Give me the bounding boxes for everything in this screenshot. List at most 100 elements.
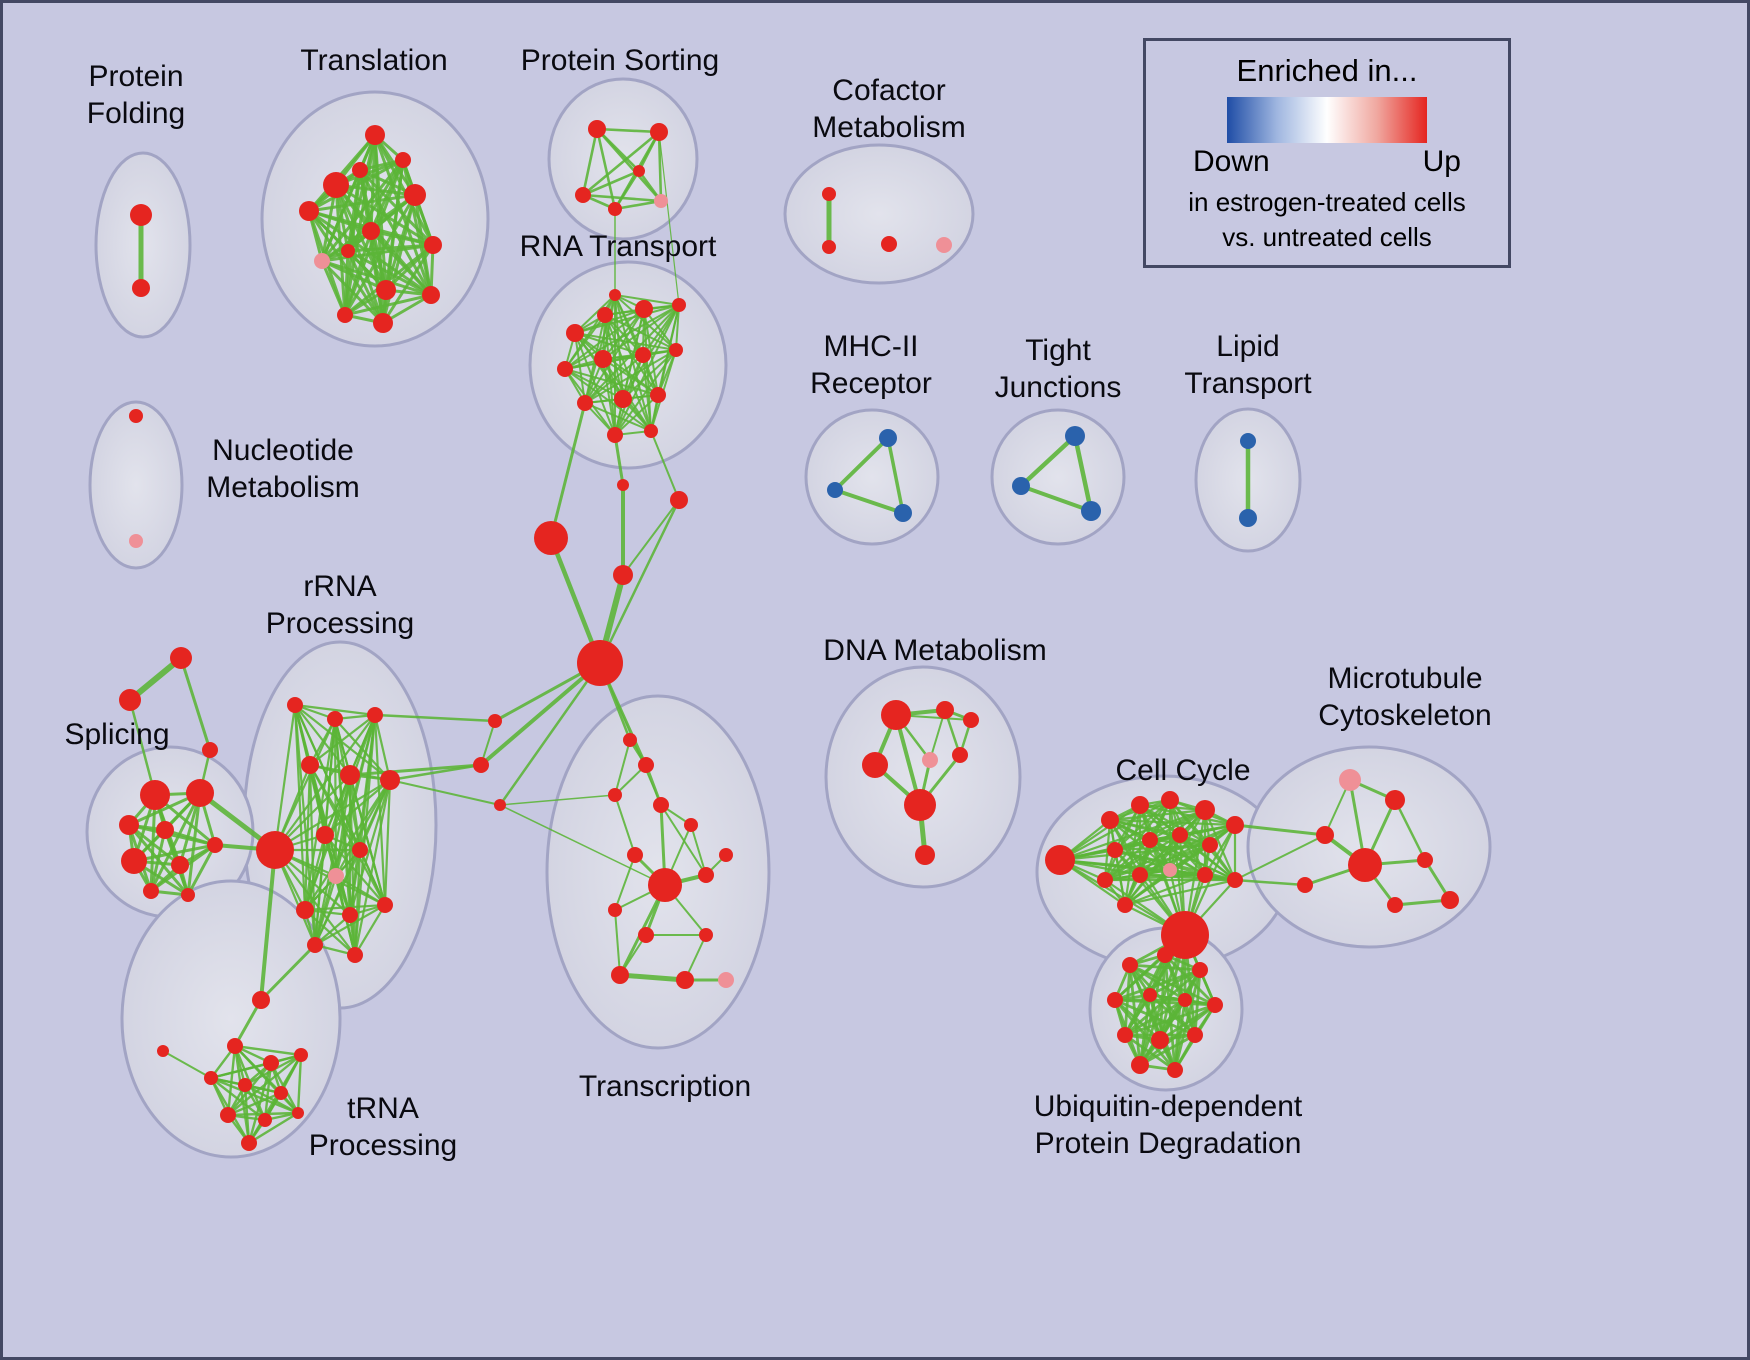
node-mh2 <box>827 482 843 498</box>
edge <box>293 703 377 717</box>
edge <box>348 763 483 777</box>
legend-up-label: Up <box>1422 145 1461 178</box>
edge <box>373 713 497 723</box>
node-m1 <box>488 714 502 728</box>
edge <box>149 828 167 893</box>
edge <box>348 848 362 917</box>
edge <box>307 133 377 213</box>
edge <box>226 1091 283 1117</box>
node-ps4 <box>608 202 622 216</box>
edge <box>233 1044 303 1057</box>
edge <box>564 314 606 370</box>
node-tn0 <box>252 991 270 1009</box>
node-rp5 <box>340 765 360 785</box>
node-tx10 <box>638 927 654 943</box>
edge <box>1138 803 1212 847</box>
edge <box>313 833 327 947</box>
legend: Enriched in... Down Up in estrogen-treat… <box>1143 38 1511 268</box>
edge <box>1138 843 1212 877</box>
edge <box>308 713 377 767</box>
node-d4 <box>862 752 888 778</box>
node-d2 <box>936 701 954 719</box>
node-sp5 <box>121 848 147 874</box>
legend-down-label: Down <box>1193 145 1270 178</box>
node-u11 <box>1131 1056 1149 1074</box>
edge <box>307 158 405 213</box>
node-ps3 <box>575 187 591 203</box>
node-sp8 <box>143 883 159 899</box>
edge <box>498 661 602 807</box>
edge <box>614 854 636 911</box>
edge <box>226 1044 237 1117</box>
legend-caption-line1: in estrogen-treated cells <box>1188 187 1466 217</box>
node-nm1 <box>129 409 143 423</box>
node-tn9 <box>292 1107 304 1119</box>
edge <box>259 943 317 1002</box>
edge <box>209 1053 303 1080</box>
edge <box>690 824 707 876</box>
node-mt1 <box>1339 769 1361 791</box>
edge <box>296 1053 303 1115</box>
node-cc16 <box>1117 897 1133 913</box>
edge <box>604 314 652 432</box>
edge <box>574 304 680 334</box>
node-u5 <box>1143 988 1157 1002</box>
edge <box>574 332 586 404</box>
node-tx6 <box>627 847 643 863</box>
edge <box>233 1044 251 1145</box>
node-pf2 <box>132 279 150 297</box>
node-cc2 <box>1101 811 1119 829</box>
node-tx11 <box>699 928 713 942</box>
edge <box>564 368 624 400</box>
node-tx14 <box>718 972 734 988</box>
node-tn3 <box>294 1048 308 1062</box>
node-lt2 <box>1239 509 1257 527</box>
node-tn5 <box>238 1078 252 1092</box>
node-c4 <box>613 565 633 585</box>
edge <box>273 778 392 852</box>
edge <box>353 848 362 957</box>
node-mt7 <box>1387 897 1403 913</box>
edge <box>622 349 677 400</box>
node-t10 <box>422 286 440 304</box>
node-u6 <box>1178 993 1192 1007</box>
node-tn10 <box>241 1135 257 1151</box>
edge <box>320 168 362 263</box>
node-rp6 <box>380 770 400 790</box>
node-rp8 <box>352 842 368 858</box>
edge <box>259 848 277 1002</box>
node-tx7 <box>698 867 714 883</box>
node-pf1 <box>130 204 152 226</box>
edge <box>574 294 616 334</box>
node-TX <box>648 868 682 902</box>
edge <box>313 874 338 947</box>
node-d8 <box>915 845 935 865</box>
edge <box>343 293 433 317</box>
edge <box>353 903 387 957</box>
node-cc5 <box>1195 800 1215 820</box>
node-t8 <box>376 280 396 300</box>
node-r14 <box>644 424 658 438</box>
edge <box>1203 808 1237 882</box>
node-RH <box>256 831 294 869</box>
node-tx9 <box>608 903 622 917</box>
edge <box>320 158 405 263</box>
node-ps6 <box>633 165 645 177</box>
ellipse-tight-junctions <box>990 408 1126 546</box>
edge <box>1103 843 1212 882</box>
edge <box>613 199 663 211</box>
node-d5 <box>922 752 938 768</box>
node-u7 <box>1207 997 1223 1013</box>
node-tx4 <box>653 797 669 813</box>
node-rp12 <box>377 897 393 913</box>
node-mt6 <box>1441 891 1459 909</box>
node-ps2 <box>650 123 668 141</box>
edge <box>389 779 501 806</box>
edge <box>323 833 387 907</box>
edge <box>1138 803 1237 827</box>
node-sp3 <box>119 815 139 835</box>
edge <box>293 703 392 782</box>
edge <box>323 778 392 837</box>
node-mt2 <box>1385 790 1405 810</box>
node-r9 <box>669 343 683 357</box>
